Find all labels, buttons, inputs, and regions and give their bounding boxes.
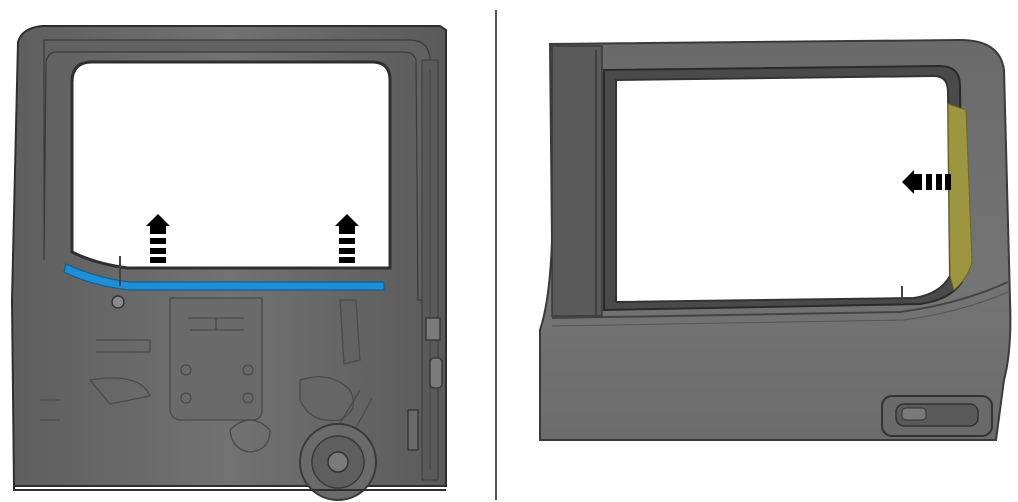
up-arrow-left <box>146 214 170 263</box>
lower-window-seal <box>63 263 385 291</box>
speaker <box>299 423 377 501</box>
door-outer-panel <box>539 38 1012 441</box>
rear-window-run-channel <box>947 103 973 291</box>
inner-latch <box>407 317 443 451</box>
door-inner-panel <box>10 25 447 501</box>
left-arrow <box>902 170 951 194</box>
inner-window-opening <box>70 60 392 270</box>
outer-b-pillar <box>551 45 603 317</box>
up-arrow-right <box>335 214 359 263</box>
seal-fastener <box>111 295 125 309</box>
inner-panel-details <box>40 297 373 453</box>
outer-beltline <box>551 281 1009 319</box>
inner-frame-rail <box>43 39 433 301</box>
outer-door-handle <box>881 395 993 437</box>
outer-window-opening <box>615 74 952 304</box>
